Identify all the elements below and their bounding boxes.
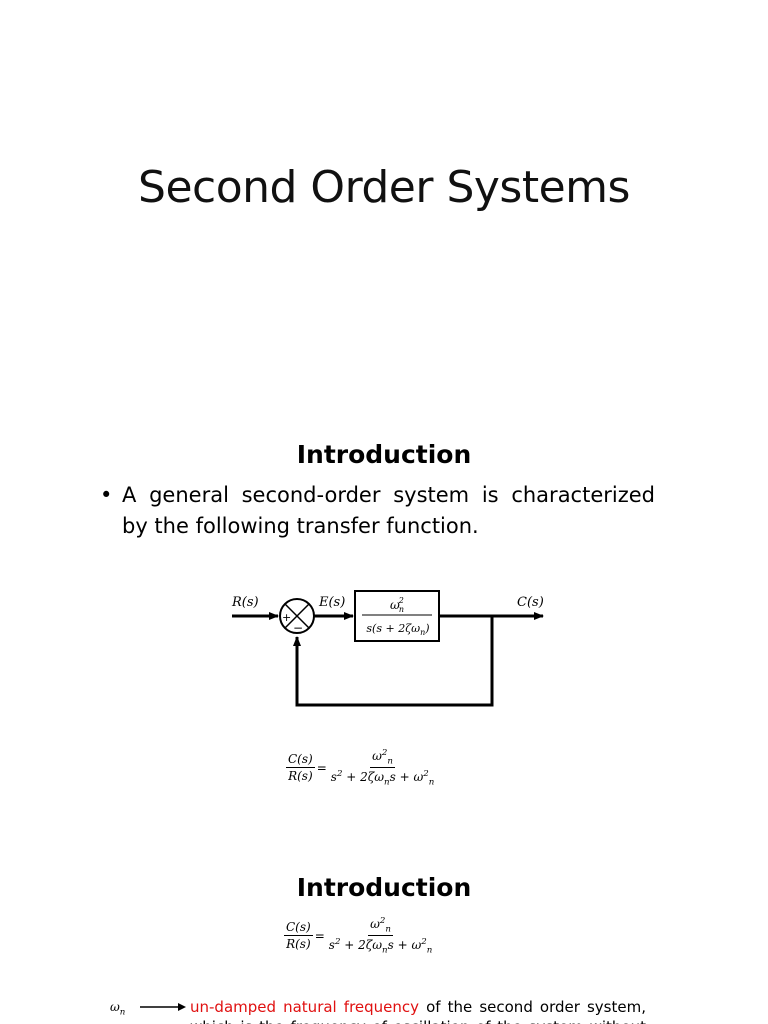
transfer-function-equation-2: C(s) R(s) = ω2n s2 + 2ζωns + ω2n xyxy=(284,916,434,956)
plus-sign: + xyxy=(282,611,291,624)
transfer-function-equation: C(s) R(s) = ω2n s2 + 2ζωns + ω2n xyxy=(286,748,436,788)
definition-highlight: un-damped natural frequency xyxy=(190,998,420,1016)
definition-text: un-damped natural frequency of the secon… xyxy=(190,998,646,1024)
natural-frequency-definition: ωn un-damped natural frequency of the se… xyxy=(110,997,650,1024)
bullet-point: • A general second-order system is chara… xyxy=(100,480,655,542)
bullet-icon: • xyxy=(100,483,113,507)
rhs-denominator: s2 + 2ζωns + ω2n xyxy=(330,769,435,788)
rhs-denominator: s2 + 2ζωns + ω2n xyxy=(328,937,433,956)
rhs-numerator: ω2n xyxy=(368,916,393,937)
slide-title: Second Order Systems xyxy=(138,162,630,213)
summing-junction: + − xyxy=(279,598,315,635)
right-arrow-icon xyxy=(140,1003,186,1011)
bullet-text: A general second-order system is charact… xyxy=(122,483,655,538)
input-label: R(s) xyxy=(231,595,259,610)
transfer-block xyxy=(354,590,440,642)
block-denominator: s(s + 2ζωn) xyxy=(366,622,429,637)
output-label: C(s) xyxy=(517,595,544,610)
rhs-numerator: ω2n xyxy=(370,748,395,769)
omega-n-symbol: ωn xyxy=(110,1000,126,1018)
feedback-path xyxy=(293,616,494,707)
lhs-numerator: C(s) xyxy=(286,752,315,769)
lhs-denominator: R(s) xyxy=(288,769,313,784)
equals-sign: = xyxy=(316,760,327,775)
equals-sign: = xyxy=(314,928,325,943)
lhs-denominator: R(s) xyxy=(286,937,311,952)
section-heading-introduction-2: Introduction xyxy=(296,873,472,902)
lhs-numerator: C(s) xyxy=(284,920,313,937)
error-label: E(s) xyxy=(318,595,345,610)
section-heading-introduction: Introduction xyxy=(296,440,472,469)
minus-sign: − xyxy=(293,621,303,635)
